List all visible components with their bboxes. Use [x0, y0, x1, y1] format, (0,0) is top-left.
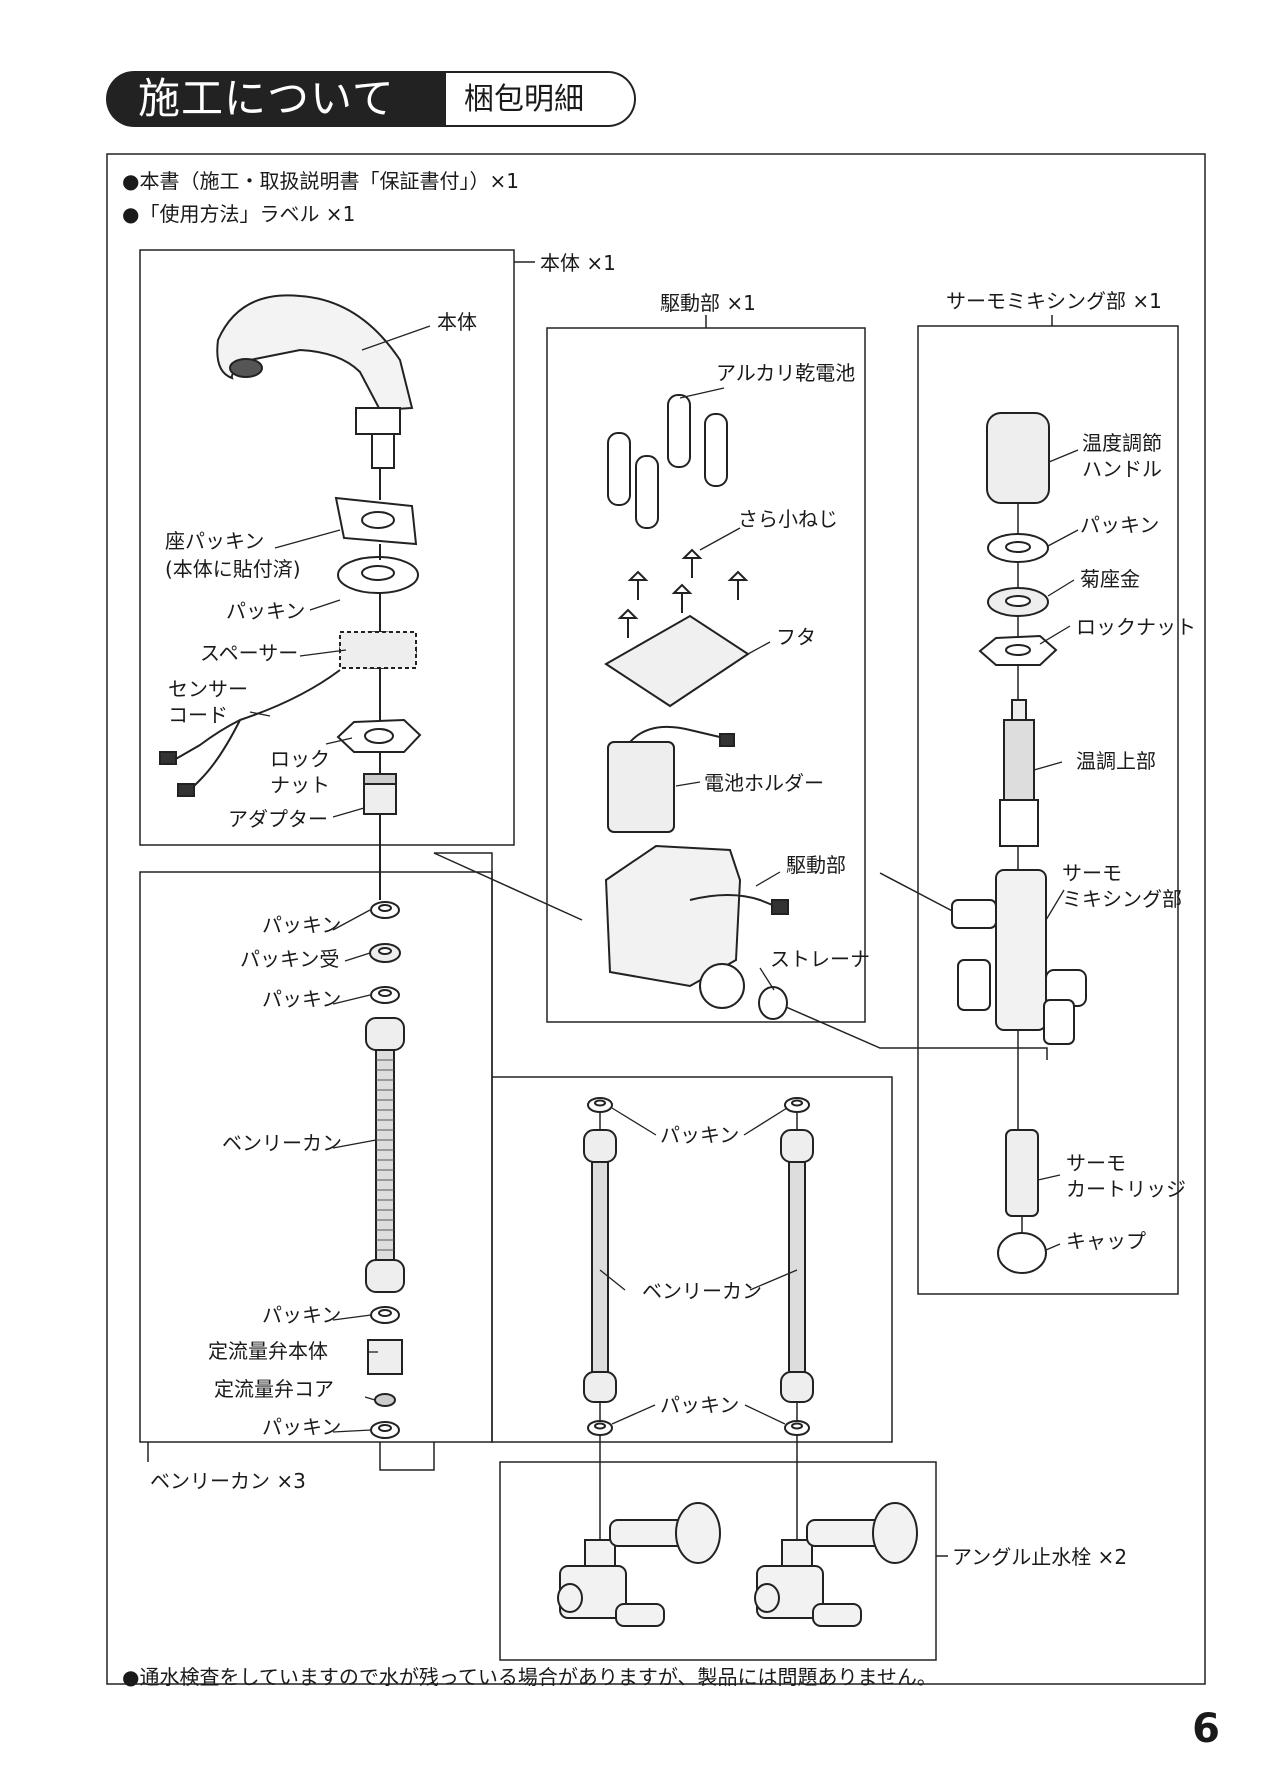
group-thermo-frame [917, 325, 1179, 1295]
note-water-test: ●通水検査をしていますので水が残っている場合がありますが、製品には問題ありません… [122, 1665, 937, 1689]
label-right-packing-top: パッキン [660, 1123, 740, 1147]
label-hose-packing-2: パッキン [262, 987, 342, 1011]
label-hose-packing-1: パッキン [262, 913, 342, 937]
label-drive-unit: 駆動部 [786, 853, 846, 877]
group-label-drive: 駆動部 ×1 [660, 291, 756, 315]
label-temp-handle-1: 温度調節 [1082, 431, 1162, 455]
note-manual: ●本書（施工・取扱説明書「保証書付」）×1 [122, 169, 519, 193]
label-benri-kan-left: ベンリーカン [222, 1131, 342, 1155]
page-subtitle: 梱包明細 [464, 82, 584, 117]
label-cap: キャップ [1066, 1229, 1146, 1253]
subtitle-tab: 梱包明細 [446, 71, 636, 127]
label-thermo-lock-nut: ロックナット [1076, 615, 1196, 639]
label-battery-holder: 電池ホルダー [704, 771, 824, 795]
label-lid: フタ [776, 625, 816, 649]
label-flow-valve-core: 定流量弁コア [214, 1377, 334, 1401]
label-chrysanthemum-washer: 菊座金 [1080, 567, 1140, 591]
group-valve-frame [499, 1461, 937, 1661]
label-temp-upper: 温調上部 [1076, 749, 1156, 773]
group-label-body: 本体 ×1 [540, 251, 616, 275]
group-label-hose: ベンリーカン ×3 [150, 1469, 306, 1493]
label-temp-handle-2: ハンドル [1082, 457, 1162, 481]
label-sensor-cord-1: センサー [168, 677, 248, 701]
label-strainer: ストレーナ [770, 947, 870, 971]
label-lock-nut-2: ナット [270, 773, 330, 797]
label-benri-kan-right: ベンリーカン [642, 1279, 762, 1303]
label-seat-packing-note: (本体に貼付済) [165, 557, 301, 581]
label-body: 本体 [437, 310, 477, 334]
label-thermo-packing: パッキン [1080, 513, 1160, 537]
label-body-packing: パッキン [226, 599, 306, 623]
title-tab: 施工について [106, 71, 446, 127]
page-number: 6 [1192, 1706, 1220, 1752]
label-lock-nut-1: ロック [270, 747, 330, 771]
label-battery: アルカリ乾電池 [716, 361, 856, 385]
group-label-valve: アングル止水栓 ×2 [952, 1545, 1128, 1569]
label-seat-packing: 座パッキン [165, 529, 265, 553]
group-label-thermo: サーモミキシング部 ×1 [946, 289, 1162, 313]
label-cartridge-1: サーモ [1066, 1151, 1126, 1175]
label-hose-packing-4: パッキン [262, 1415, 342, 1439]
label-thermo-mix-2: ミキシング部 [1062, 887, 1182, 911]
label-screw: さら小ねじ [738, 507, 838, 531]
label-flow-valve-body: 定流量弁本体 [208, 1339, 328, 1363]
group-hose-right-frame [491, 1076, 893, 1443]
group-body-frame [139, 249, 515, 846]
label-hose-packing-3: パッキン [262, 1303, 342, 1327]
label-cartridge-2: カートリッジ [1066, 1177, 1186, 1201]
label-adapter: アダプター [228, 807, 328, 831]
label-sensor-cord-2: コード [168, 703, 228, 727]
outer-frame [106, 153, 1206, 1685]
page-title: 施工について [138, 74, 395, 123]
label-packing-receiver: パッキン受 [240, 947, 340, 971]
label-right-packing-bottom: パッキン [660, 1393, 740, 1417]
label-spacer: スペーサー [200, 641, 299, 665]
note-label: ●「使用方法」ラベル ×1 [122, 202, 356, 226]
label-thermo-mix-1: サーモ [1062, 861, 1122, 885]
